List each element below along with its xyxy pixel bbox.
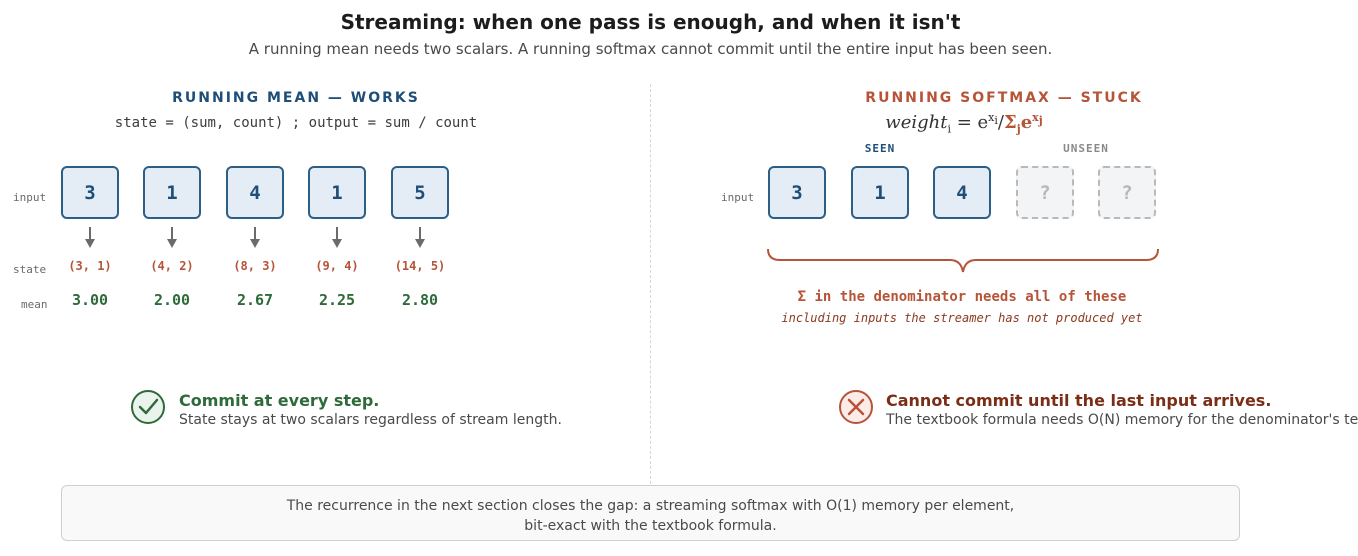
input-box: 1 bbox=[143, 166, 201, 219]
mean-value: 2.00 bbox=[153, 291, 191, 309]
input-box: 1 bbox=[851, 166, 909, 219]
page-subtitle: A running mean needs two scalars. A runn… bbox=[248, 40, 1053, 58]
state-value: (3, 1) bbox=[68, 259, 112, 273]
state-value: (9, 4) bbox=[315, 259, 359, 273]
input-box: 4 bbox=[226, 166, 284, 219]
right-verdict-clip: The textbook formula needs O(N) memory f… bbox=[886, 412, 1358, 428]
down-arrow-icon bbox=[85, 227, 95, 249]
formula-num-sup: x bbox=[988, 111, 995, 124]
sigma-sub-note: including inputs the streamer has not pr… bbox=[781, 311, 1143, 325]
down-arrow-icon bbox=[250, 227, 260, 249]
right-panel-title: RUNNING SOFTMAX — STUCK bbox=[865, 90, 1143, 106]
curly-brace-icon bbox=[767, 248, 1159, 273]
right-verdict-heading: Cannot commit until the last input arriv… bbox=[886, 391, 1272, 410]
unseen-input-box: ? bbox=[1098, 166, 1156, 219]
right-verdict-text: The textbook formula needs O(N) memory f… bbox=[886, 412, 1358, 428]
formula-slash: / bbox=[997, 112, 1004, 133]
page-title: Streaming: when one pass is enough, and … bbox=[340, 10, 961, 34]
state-value: (4, 2) bbox=[150, 259, 194, 273]
formula-lhs: weight bbox=[885, 112, 948, 133]
formula-num-sup-sub: i bbox=[994, 114, 998, 128]
unseen-label: UNSEEN bbox=[1063, 142, 1109, 155]
panel-divider bbox=[650, 84, 651, 484]
row-label-input: input bbox=[13, 191, 47, 204]
mean-value: 2.25 bbox=[318, 291, 356, 309]
mean-value: 3.00 bbox=[71, 291, 109, 309]
unseen-input-box: ? bbox=[1016, 166, 1074, 219]
input-box: 1 bbox=[308, 166, 366, 219]
formula-den-sup: x bbox=[1032, 111, 1039, 124]
input-box: 5 bbox=[391, 166, 449, 219]
down-arrow-icon bbox=[332, 227, 342, 249]
input-box: 3 bbox=[61, 166, 119, 219]
footer-line-2: bit-exact with the textbook formula. bbox=[524, 518, 777, 534]
softmax-formula: weighti = exi/Σjexj bbox=[804, 111, 1124, 136]
check-circle-icon bbox=[131, 390, 165, 424]
sigma-note: Σ in the denominator needs all of these bbox=[797, 289, 1127, 305]
input-box: 3 bbox=[768, 166, 826, 219]
x-circle-icon bbox=[839, 390, 873, 424]
formula-lhs-sub: i bbox=[947, 122, 951, 136]
row-label-state: state bbox=[13, 263, 47, 276]
left-verdict-heading: Commit at every step. bbox=[179, 391, 380, 410]
down-arrow-icon bbox=[415, 227, 425, 249]
mean-value: 2.80 bbox=[401, 291, 439, 309]
mean-value: 2.67 bbox=[236, 291, 274, 309]
row-label-input: input bbox=[721, 191, 755, 204]
formula-den-sup-sub: j bbox=[1038, 114, 1043, 128]
formula-den-base: e bbox=[1020, 112, 1033, 133]
formula-num-base: e bbox=[977, 112, 989, 133]
formula-sigma-sub: j bbox=[1016, 122, 1021, 136]
formula-sigma: Σ bbox=[1004, 112, 1017, 133]
running-mean-formula: state = (sum, count) ; output = sum / co… bbox=[114, 115, 478, 131]
state-value: (14, 5) bbox=[394, 259, 446, 273]
down-arrow-icon bbox=[167, 227, 177, 249]
footer-note: The recurrence in the next section close… bbox=[61, 485, 1240, 541]
formula-equals: = bbox=[950, 112, 978, 133]
state-value: (8, 3) bbox=[233, 259, 277, 273]
footer-line-1: The recurrence in the next section close… bbox=[286, 498, 1015, 514]
seen-label: SEEN bbox=[864, 142, 896, 155]
row-label-mean: mean bbox=[21, 298, 48, 311]
input-box: 4 bbox=[933, 166, 991, 219]
left-panel-title: RUNNING MEAN — WORKS bbox=[172, 90, 420, 106]
left-verdict-text: State stays at two scalars regardless of… bbox=[179, 412, 562, 428]
